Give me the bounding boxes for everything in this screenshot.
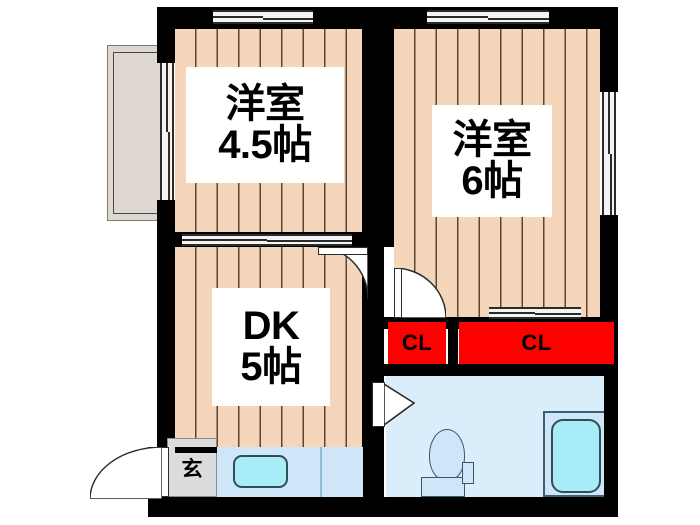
wall-corner-accent-nw [157,29,175,63]
room6-door-leaf[interactable] [394,268,402,318]
wall-west-mid [157,200,175,262]
wall-east-upper [600,7,618,91]
wall-east-window-frame-bottom [600,215,618,315]
window-north-right[interactable] [427,10,549,24]
toilet-flush-lever [462,462,474,484]
wall-interior-vertical-top [362,7,394,247]
closet-right[interactable]: CL [459,322,614,364]
window-east-room6[interactable] [602,92,616,215]
toilet-tank [421,477,465,497]
room-label-line2: 6帖 [461,159,523,203]
wall-east-window-frame-top [600,84,618,92]
bathtub [551,419,601,493]
balcony-outline-outer [113,52,161,214]
wall-closet-divider [448,320,458,366]
counter-seam [320,447,322,497]
wall-west-lower [157,262,175,447]
kitchen-sink [233,455,288,488]
wall-stub-bath-right [604,376,618,497]
window-interior-room45-dk[interactable] [182,234,352,246]
bath-door-fold-icon [384,383,416,426]
wall-below-closets [384,364,618,376]
closet-left-label: CL [401,330,433,355]
room-label-line1: 洋室 [452,118,533,163]
window-west-room45[interactable] [160,63,174,200]
entrance-door-swing-arc [90,447,162,499]
room-label-line2: 5帖 [240,345,302,389]
closet-right-label: CL [521,330,552,355]
entrance-label: 玄 [181,457,203,481]
room6-door-swing[interactable] [394,268,446,318]
dk-door-leaf[interactable] [318,247,368,255]
wall-stub-dk-bottom [175,447,217,453]
window-interior-room6-bottom[interactable] [489,307,581,319]
window-north-left[interactable] [213,10,313,24]
room-label-line1: DK [242,304,300,349]
toilet-bowl [429,429,465,481]
room-label-line1: 洋室 [225,82,306,127]
closet-left[interactable]: CL [388,322,446,364]
room-label-line2: 4.5帖 [218,123,312,167]
